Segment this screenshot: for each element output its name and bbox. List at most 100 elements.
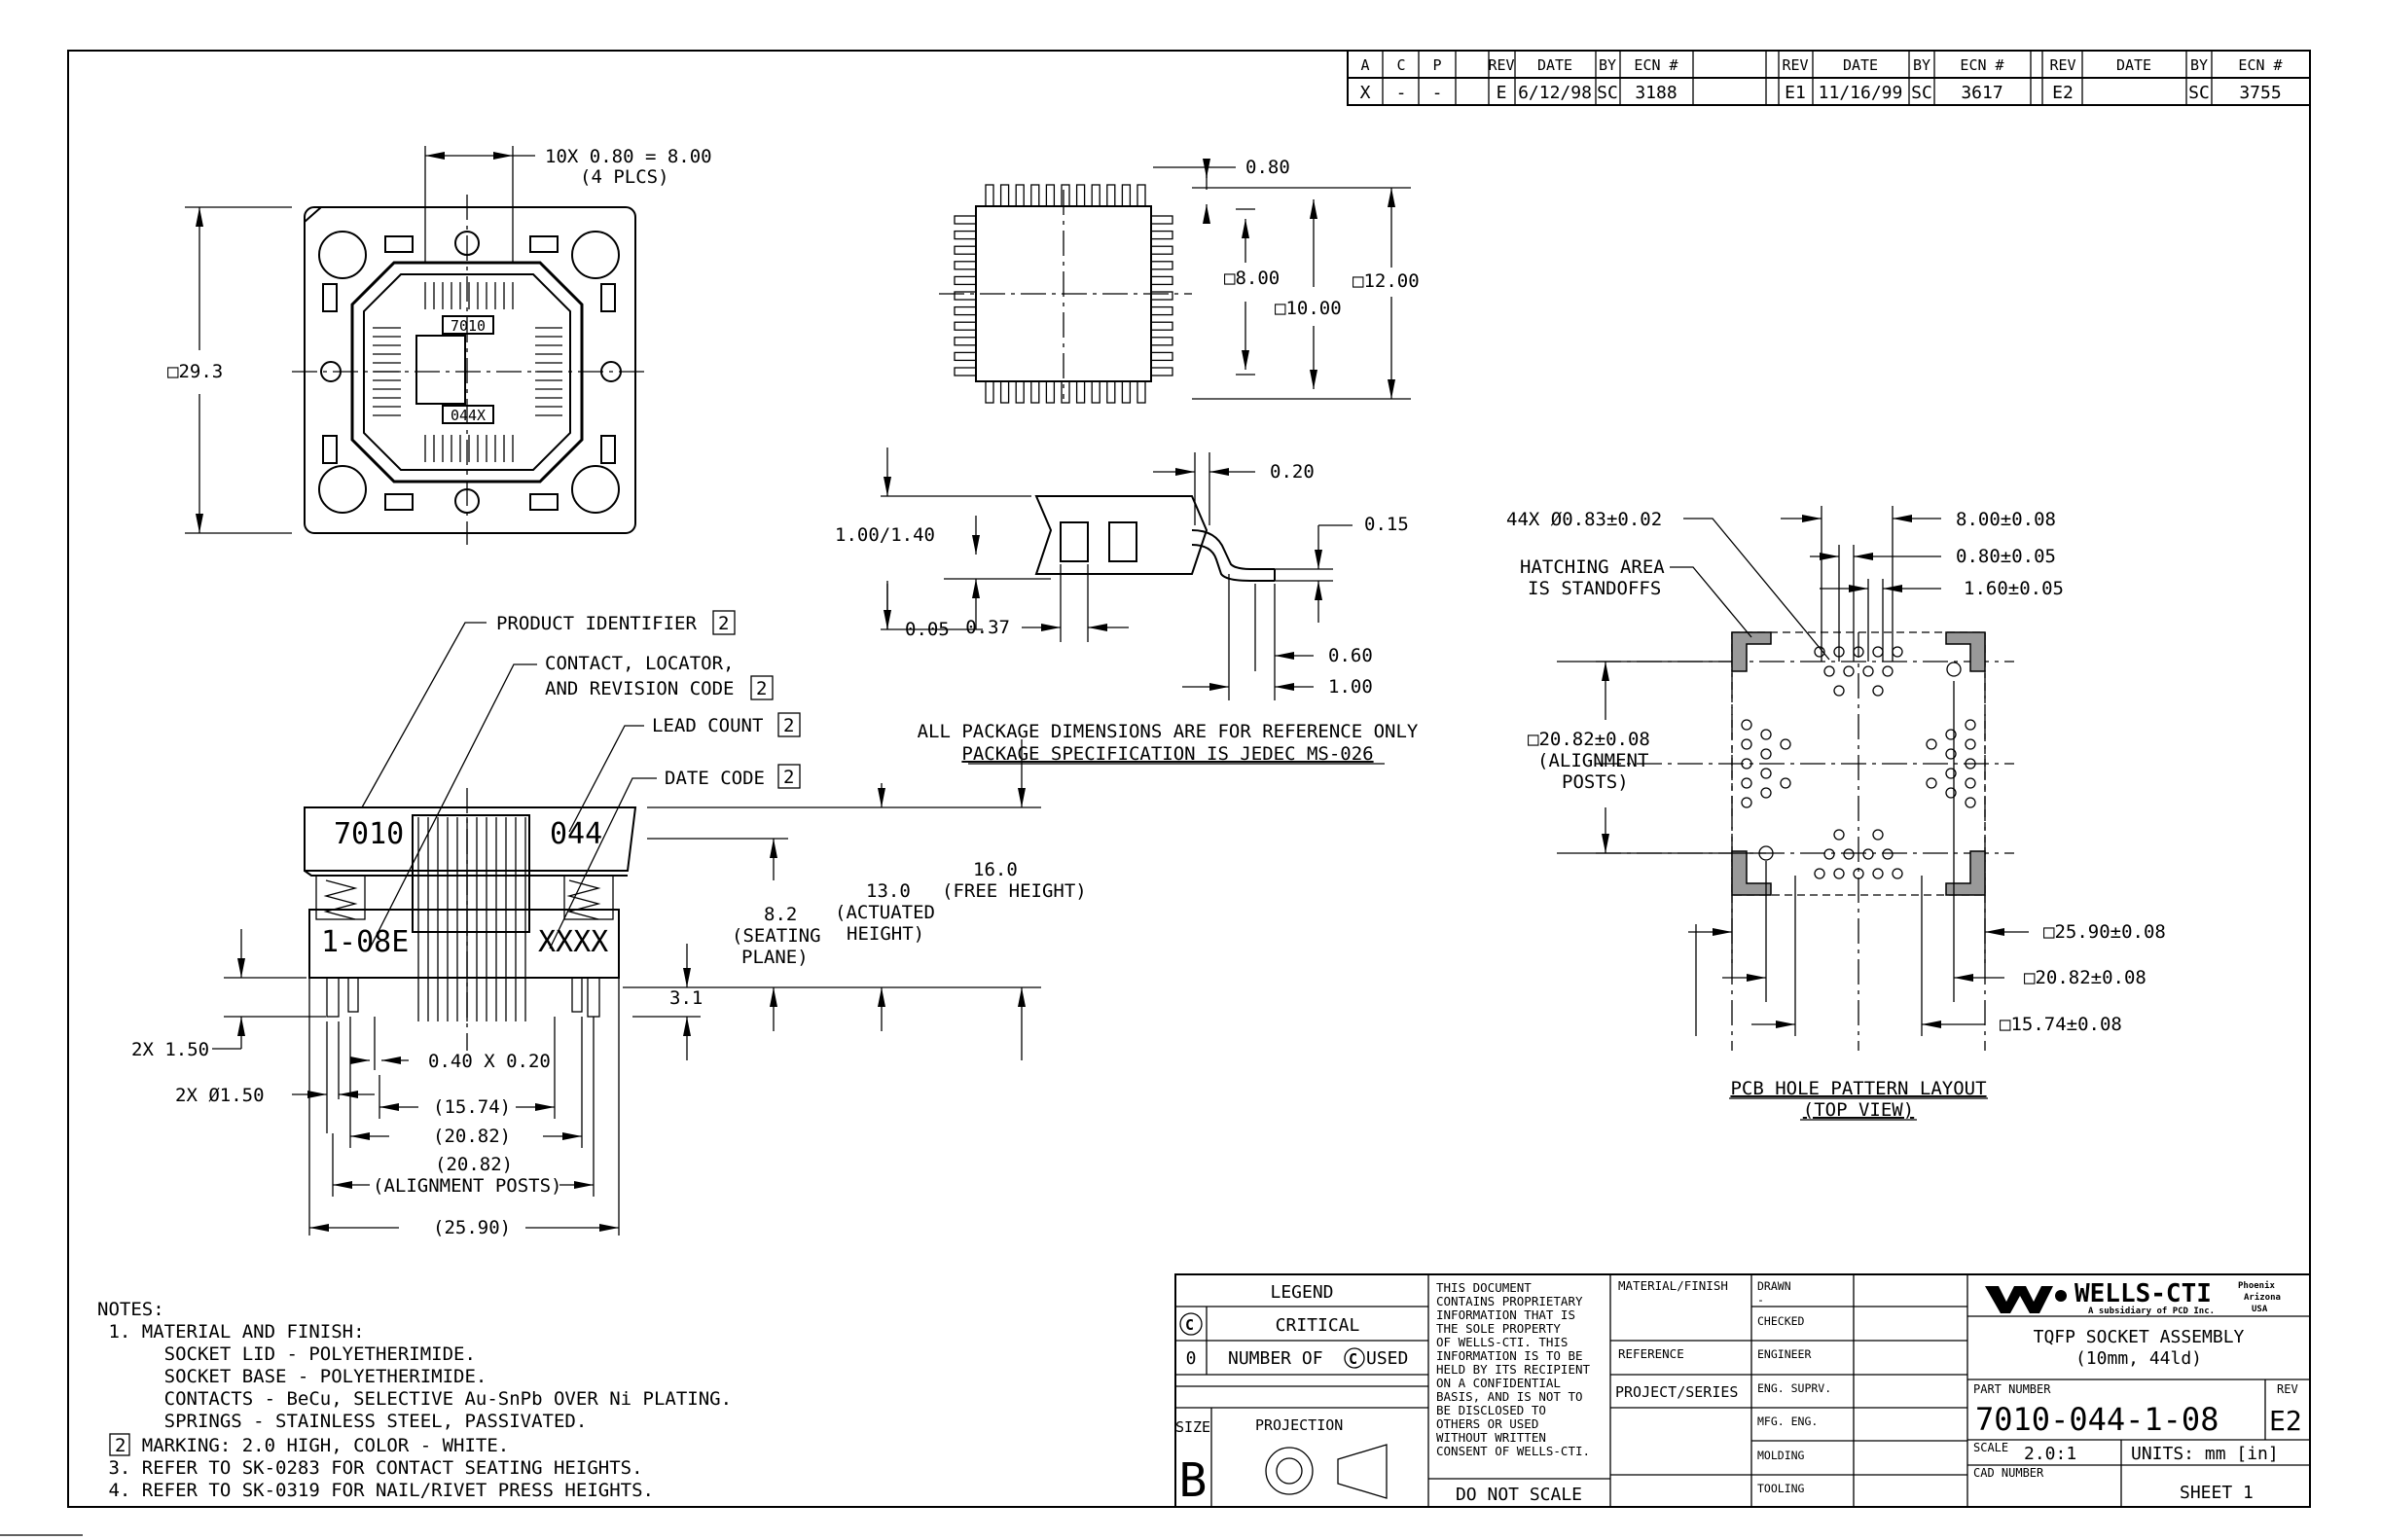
svg-text:THE SOLE PROPERTY: THE SOLE PROPERTY <box>1436 1321 1561 1336</box>
callout-lead-count: LEAD COUNT <box>652 715 763 736</box>
rev-val-by1: SC <box>1597 83 1618 103</box>
mark-7010: 7010 <box>334 817 404 851</box>
svg-text:INFORMATION IS TO BE: INFORMATION IS TO BE <box>1436 1348 1583 1363</box>
pcb-hole <box>1780 777 1791 789</box>
svg-text:OTHERS OR USED: OTHERS OR USED <box>1436 1416 1538 1431</box>
rev-value: E2 <box>2269 1405 2302 1437</box>
pcb-hole <box>1833 829 1845 841</box>
lead <box>954 291 977 301</box>
dim-lead-span-inner: □10.00 <box>1275 298 1342 319</box>
pcb-hole <box>1872 646 1884 658</box>
svg-text:INFORMATION THAT IS: INFORMATION THAT IS <box>1436 1307 1575 1322</box>
lead <box>1150 275 1173 286</box>
pcb-hole <box>1862 665 1874 677</box>
rev-val-ecn2: 3617 <box>1961 83 2002 103</box>
package-top-view: 0.80 □8.00 □10.00 □12.00 <box>939 157 1420 404</box>
svg-text:HELD BY ITS RECIPIENT: HELD BY ITS RECIPIENT <box>1436 1362 1591 1377</box>
dim-seat-l1: (SEATING <box>732 925 821 947</box>
pcb-d2082: □20.82±0.08 <box>2024 967 2147 988</box>
callout-date-code: DATE CODE <box>665 768 765 789</box>
drawn-label: DRAWN <box>1757 1279 1791 1293</box>
pcb-hole <box>1741 777 1752 789</box>
lead <box>1150 230 1173 240</box>
pcb-hole <box>1965 719 1976 731</box>
pcb-hole <box>1760 729 1772 740</box>
legend-zero: 0 <box>1186 1348 1197 1369</box>
package-note-2: PACKAGE SPECIFICATION IS JEDEC MS-026 <box>961 743 1373 765</box>
svg-text:CONTAINS PROPRIETARY: CONTAINS PROPRIETARY <box>1436 1294 1583 1308</box>
subsidiary: A subsidiary of PCD Inc. <box>2088 1306 2215 1316</box>
pcb-hole <box>1892 646 1903 658</box>
rev-hdr-c: C <box>1396 56 1405 74</box>
lead <box>1061 380 1070 404</box>
lead <box>1150 351 1173 362</box>
rev-val-a: X <box>1360 83 1371 103</box>
ref2-a: 2 <box>718 613 729 634</box>
dim-height: 1.00/1.40 <box>835 524 935 546</box>
lead <box>1075 380 1086 404</box>
lead <box>1136 380 1146 404</box>
pcb-hole <box>1741 797 1752 808</box>
dim-20-82b: (20.82) <box>435 1154 513 1175</box>
pcb-hole <box>1965 777 1976 789</box>
projection-label: PROJECTION <box>1255 1416 1343 1434</box>
lead <box>1091 380 1100 404</box>
dim-15-74: (15.74) <box>433 1096 511 1118</box>
lead <box>985 184 994 207</box>
revision-table: A C P REV DATE BY ECN # REV DATE BY ECN … <box>1347 50 2311 106</box>
svg-text:CONSENT OF WELLS-CTI.: CONSENT OF WELLS-CTI. <box>1436 1444 1590 1458</box>
pcb-hole <box>1945 768 1957 779</box>
note-line-4: CONTACTS - BeCu, SELECTIVE Au-SnPb OVER … <box>97 1388 732 1410</box>
note-line-0: NOTES: <box>97 1299 164 1320</box>
lead <box>985 380 994 404</box>
rev-hdr-by2: BY <box>1913 56 1930 74</box>
engineer-label: ENGINEER <box>1757 1347 1811 1361</box>
mark-044: 044 <box>550 817 602 851</box>
cad-number-label: CAD NUMBER <box>1973 1466 2044 1480</box>
wells-cti-logo: WELLS-CTI A subsidiary of PCD Inc. Phoen… <box>1985 1279 2281 1316</box>
rev-hdr-rev1: REV <box>1488 56 1514 74</box>
dim-25-90: (25.90) <box>433 1217 511 1238</box>
rev-val-ecn1: 3188 <box>1635 83 1677 103</box>
package-note-1: ALL PACKAGE DIMENSIONS ARE FOR REFERENCE… <box>918 721 1419 742</box>
pcb-hole <box>1945 748 1957 760</box>
rev-val-ecn3: 3755 <box>2239 83 2281 103</box>
rev-hdr-a: A <box>1360 56 1369 74</box>
pcb-hole <box>1760 787 1772 799</box>
pcb-d800: 8.00±0.08 <box>1956 509 2056 530</box>
dim-free-height-v: 16.0 <box>973 859 1018 880</box>
legend-number-of: NUMBER OF <box>1228 1348 1323 1369</box>
company-name: WELLS-CTI <box>2074 1279 2212 1308</box>
notes: NOTES: 1. MATERIAL AND FINISH: SOCKET LI… <box>97 1299 732 1501</box>
reference-label: REFERENCE <box>1618 1346 1684 1361</box>
rev-hdr-date3: DATE <box>2116 56 2151 74</box>
svg-text:ON A CONFIDENTIAL: ON A CONFIDENTIAL <box>1436 1376 1561 1390</box>
lead <box>1150 321 1173 331</box>
pcb-hole <box>1833 868 1845 879</box>
pcb-hole <box>1872 829 1884 841</box>
rev-hdr-rev2: REV <box>1782 56 1808 74</box>
dim-post-dia: 2X Ø1.50 <box>175 1085 265 1106</box>
lead <box>1136 184 1146 207</box>
lead <box>1061 184 1070 207</box>
svg-text:OF WELLS-CTI. THIS: OF WELLS-CTI. THIS <box>1436 1335 1568 1349</box>
eng-suprv-label: ENG. SUPRV. <box>1757 1381 1831 1395</box>
location-1: Phoenix <box>2238 1280 2276 1291</box>
drawing-title-2: (10mm, 44ld) <box>2075 1348 2202 1369</box>
callout-product-identifier: PRODUCT IDENTIFIER <box>496 613 697 634</box>
rev-val-date2: 11/16/99 <box>1819 83 1903 103</box>
dim-lead-w: 0.20 <box>1270 461 1315 483</box>
part-number-label: PART NUMBER <box>1973 1382 2051 1396</box>
pcb-hole <box>1823 848 1835 860</box>
svg-text:BASIS, AND IS NOT TO: BASIS, AND IS NOT TO <box>1436 1389 1583 1404</box>
pcb-align-l1: (ALIGNMENT <box>1537 750 1648 771</box>
lead <box>954 245 977 255</box>
pcb-hole <box>1741 758 1752 770</box>
rev-hdr-ecn3: ECN # <box>2238 56 2282 74</box>
svg-text:WITHOUT WRITTEN: WITHOUT WRITTEN <box>1436 1430 1546 1445</box>
lead <box>1150 291 1173 301</box>
lead <box>954 321 977 331</box>
dim-pitch: 10X 0.80 = 8.00 <box>545 146 712 167</box>
lead <box>954 337 977 346</box>
